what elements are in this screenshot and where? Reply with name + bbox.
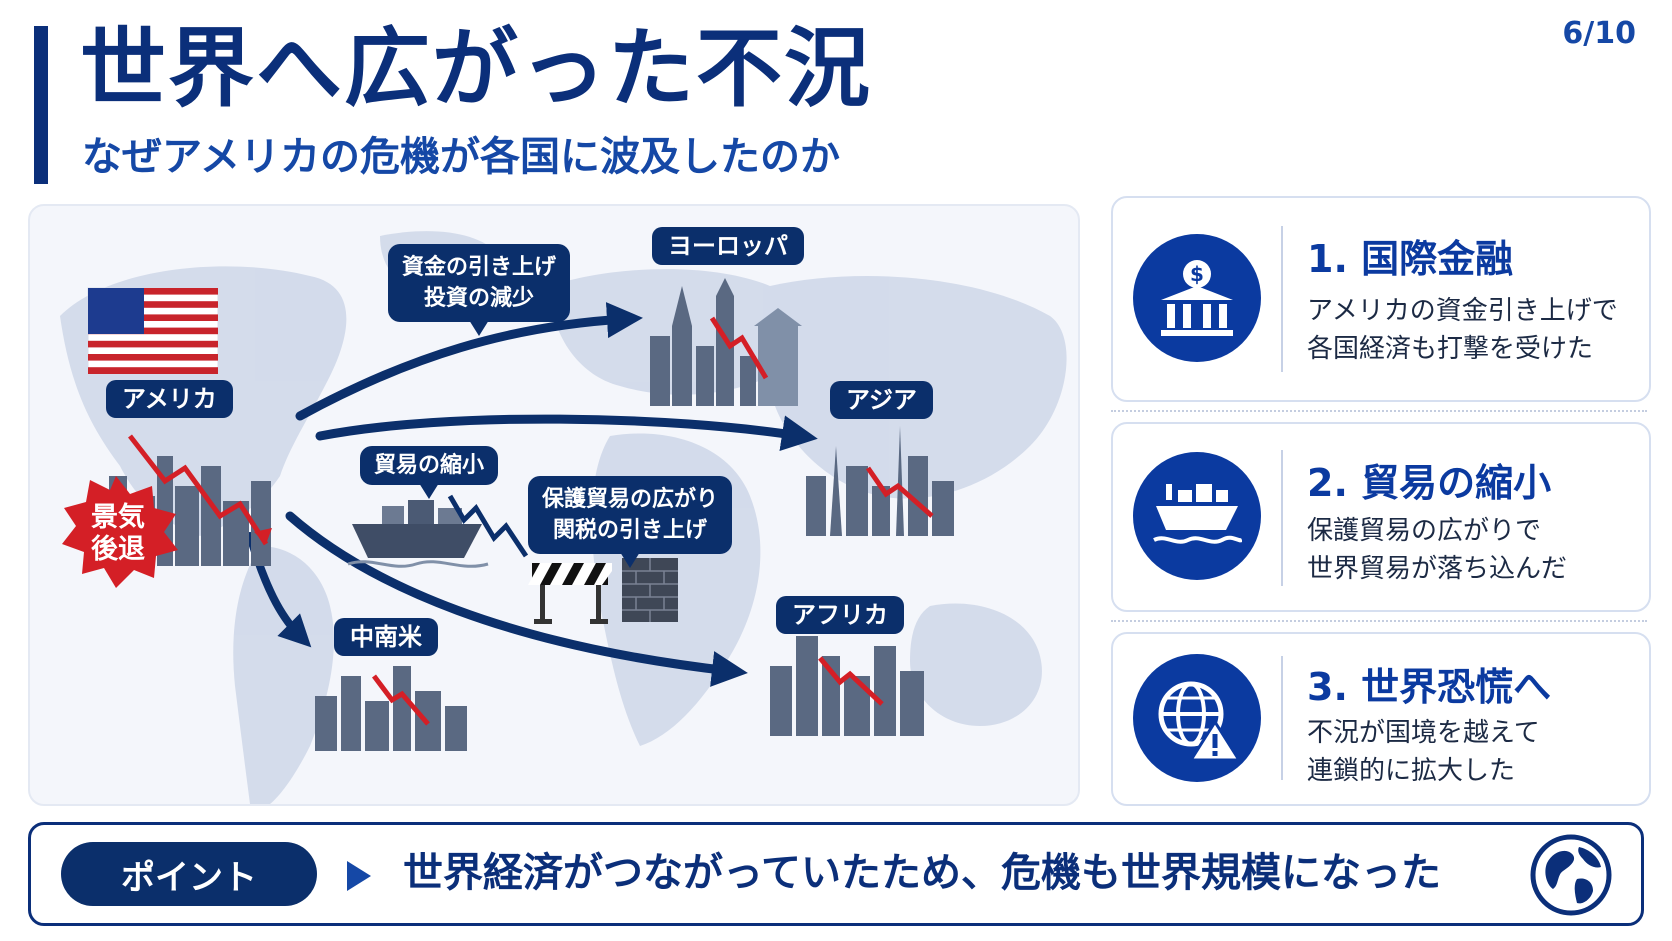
- asia-skyline: [806, 426, 954, 536]
- europe-decline-line: [709, 316, 769, 380]
- card-title: 3. 世界恐慌へ: [1307, 665, 1552, 709]
- card-text-line-2: 連鎖的に拡大した: [1307, 756, 1516, 786]
- us-flag-icon: [87, 287, 219, 375]
- brick-wall-illustration: [622, 558, 678, 622]
- region-label-asia: アジア: [830, 381, 934, 419]
- cargo-ship-icon: [1133, 452, 1261, 580]
- region-label-europe: ヨーロッパ: [652, 227, 804, 265]
- card-title: 2. 貿易の縮小: [1307, 461, 1552, 505]
- barricade-illustration: [528, 563, 612, 624]
- title-accent-bar: [34, 26, 48, 184]
- card-separator: [1111, 620, 1647, 622]
- asia-decline-line: [865, 466, 934, 518]
- cause-card-2: 2. 貿易の縮小 保護貿易の広がりで 世界貿易が落ち込んだ: [1111, 422, 1651, 612]
- region-label-africa: アフリカ: [776, 596, 904, 634]
- bank-icon: $: [1133, 234, 1261, 362]
- card-text-line-1: 保護貿易の広がりで: [1307, 516, 1542, 546]
- recession-label: 景気 後退: [91, 502, 145, 565]
- card-text-line-1: アメリカの資金引き上げで: [1307, 296, 1618, 326]
- cause-card-3: 3. 世界恐慌へ 不況が国境を越えて 連鎖的に拡大した: [1111, 632, 1651, 806]
- arrow-to-africa: [285, 511, 748, 687]
- card-text-line-2: 各国経済も打撃を受けた: [1307, 334, 1594, 364]
- card-divider: [1281, 226, 1283, 372]
- cargo-ship-illustration: [347, 500, 489, 568]
- callout-protection: 保護貿易の広がり 関税の引き上げ: [528, 476, 733, 568]
- page-subtitle: なぜアメリカの危機が各国に波及したのか: [82, 134, 840, 180]
- callout-capital: 資金の引き上げ 投資の減少: [388, 244, 571, 336]
- card-divider: [1281, 656, 1283, 780]
- recession-starburst: [62, 476, 178, 588]
- arrow-to-asia: [315, 414, 818, 452]
- card-text-line-2: 世界貿易が落ち込んだ: [1307, 554, 1568, 584]
- trade-decline-line: [447, 494, 529, 558]
- page-title: 世界へ広がった不況: [80, 19, 872, 119]
- globe-warning-icon: [1133, 654, 1261, 782]
- globe-icon: [1529, 833, 1613, 921]
- world-map-panel: 景気 後退 アメリカ ヨーロッパ アジア アフリカ 中南米 資金の引き上げ 投資…: [28, 204, 1080, 806]
- cause-card-1: $ 1. 国際金融 アメリカの資金引き上げで 各国経済も打撃を受けた: [1111, 196, 1651, 402]
- page-number: 6/10: [1562, 16, 1636, 51]
- point-banner: ポイント 世界経済がつながっていたため、危機も世界規模になった: [28, 822, 1644, 926]
- play-arrow-icon: [347, 861, 371, 891]
- card-divider: [1281, 450, 1283, 586]
- arrow-to-europe: [295, 302, 643, 421]
- callout-trade: 貿易の縮小: [360, 446, 499, 499]
- card-text-line-1: 不況が国境を越えて: [1307, 718, 1540, 748]
- region-label-latin-america: 中南米: [334, 618, 438, 656]
- latin-america-decline-line: [372, 674, 430, 726]
- africa-decline-line: [818, 656, 884, 706]
- region-label-america: アメリカ: [106, 380, 233, 418]
- card-separator: [1111, 410, 1647, 412]
- america-decline-line: [128, 434, 269, 546]
- africa-skyline: [770, 636, 924, 736]
- point-label: ポイント: [61, 842, 317, 906]
- card-title: 1. 国際金融: [1307, 237, 1514, 281]
- latin-america-skyline: [315, 666, 467, 751]
- europe-skyline: [650, 278, 802, 406]
- point-text: 世界経済がつながっていたため、危機も世界規模になった: [403, 850, 1441, 896]
- svg-text:$: $: [1190, 262, 1204, 286]
